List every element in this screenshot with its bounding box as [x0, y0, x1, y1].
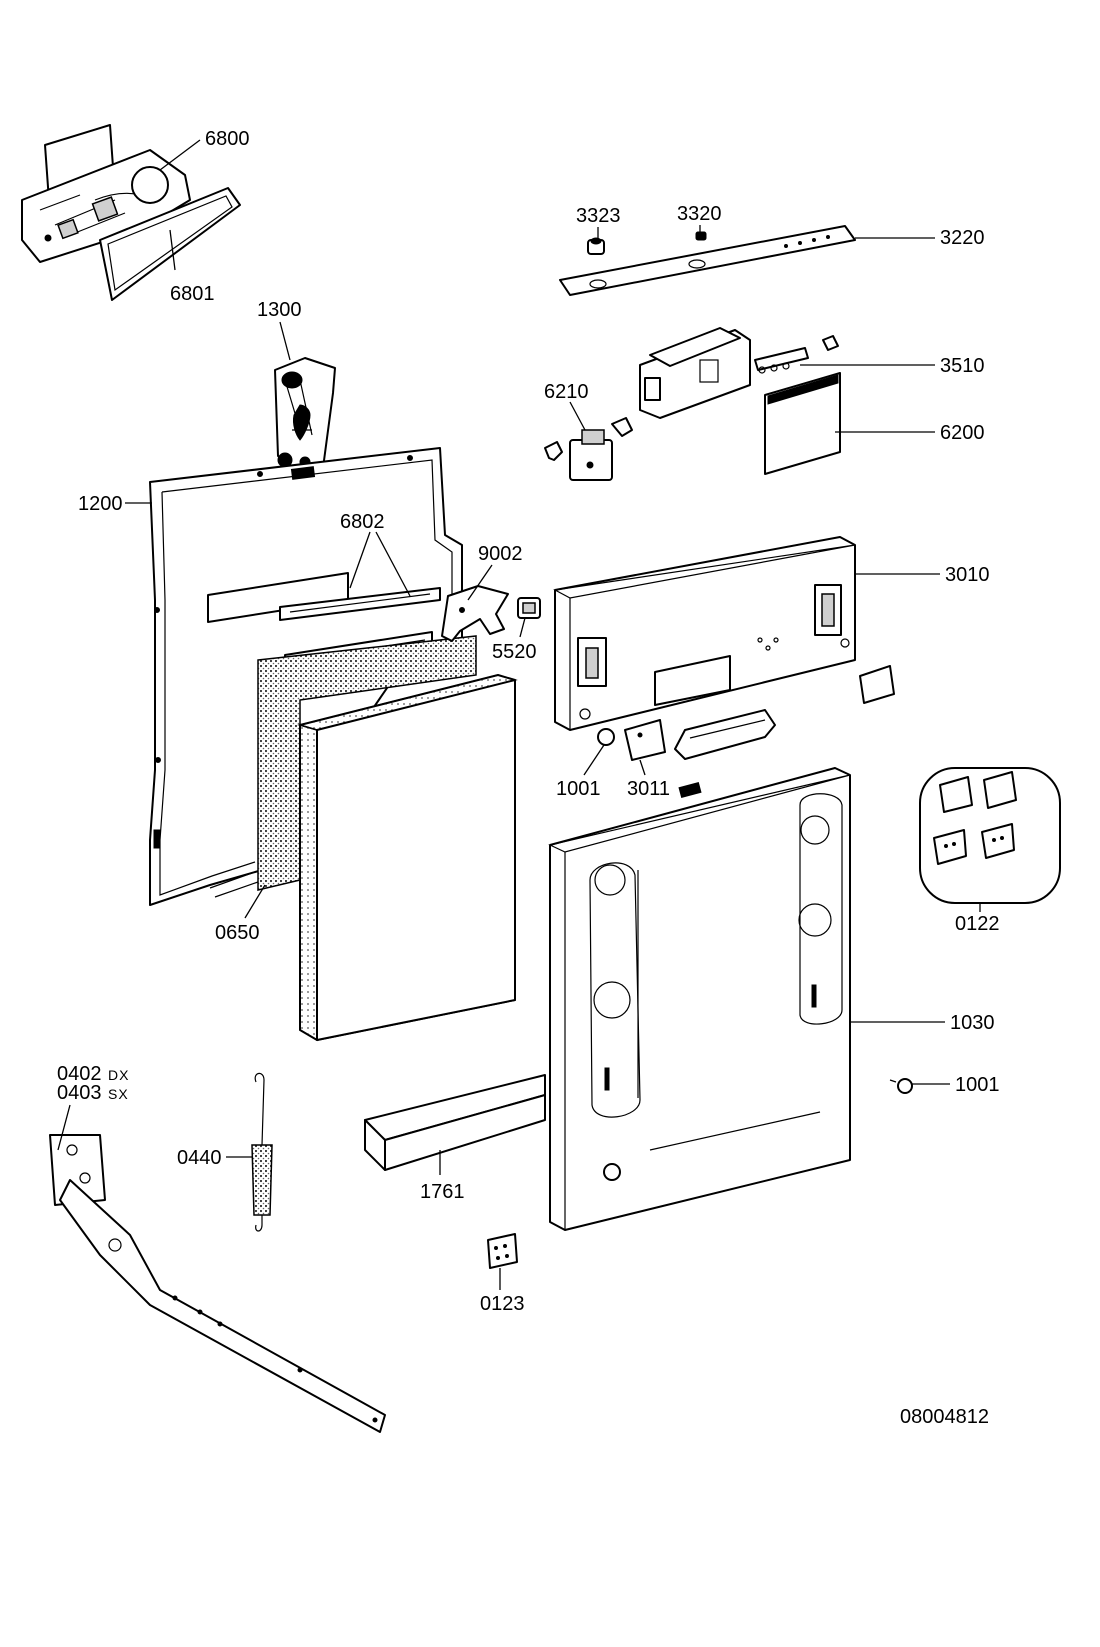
module-housing-3510	[639, 327, 839, 419]
label-1001-lower: 1001	[955, 1074, 1000, 1096]
label-3220: 3220	[940, 227, 985, 249]
circuit-board-6200	[764, 372, 841, 475]
label-6800: 6800	[205, 128, 250, 150]
cover-right	[859, 665, 895, 704]
spring-0440	[251, 1072, 273, 1232]
label-0440: 0440	[177, 1147, 222, 1169]
decor-panel	[297, 674, 518, 1042]
leader-lines	[57, 139, 981, 1290]
label-0402-dx: DX	[108, 1067, 129, 1083]
drawing-code: 08004812	[900, 1406, 989, 1428]
switch-5520	[517, 597, 541, 619]
bracket-9002	[441, 585, 509, 642]
label-0650: 0650	[215, 922, 260, 944]
insulation-panel-0650	[257, 635, 477, 891]
label-0402: 0402	[57, 1063, 102, 1085]
bracket-0123	[487, 1233, 518, 1269]
control-panel-3010	[553, 536, 856, 731]
label-6210: 6210	[544, 381, 589, 403]
label-0122: 0122	[955, 913, 1000, 935]
cap-1001-upper	[597, 728, 615, 746]
label-6200: 6200	[940, 422, 985, 444]
label-6802: 6802	[340, 511, 385, 533]
label-3510: 3510	[940, 355, 985, 377]
label-3011: 3011	[627, 778, 670, 800]
label-1001-upper: 1001	[556, 778, 601, 800]
door-switch-6210	[544, 417, 633, 481]
control-bar-3220	[559, 225, 856, 296]
label-0123: 0123	[480, 1293, 525, 1315]
label-3010: 3010	[945, 564, 990, 586]
screw-1001-lower	[889, 1078, 913, 1094]
label-0403-sx: SX	[108, 1086, 129, 1102]
part-labels: 6800 6801 1300 3323 3320 3220 3510 6210 …	[57, 128, 1000, 1428]
label-3323: 3323	[576, 205, 621, 227]
label-0403: 0403	[57, 1082, 102, 1104]
gasket-6801	[99, 187, 241, 301]
outer-door-1030	[548, 767, 851, 1231]
door-latch-1300	[274, 357, 336, 477]
dispenser-unit-6800	[21, 124, 191, 263]
label-1300: 1300	[257, 299, 302, 321]
label-1761: 1761	[420, 1181, 465, 1203]
rail-1761	[364, 1074, 546, 1171]
label-5520: 5520	[492, 641, 537, 663]
hinge-arm-0402-0403	[49, 1134, 386, 1433]
cover-3011	[624, 719, 666, 761]
label-3320: 3320	[677, 203, 722, 225]
bracket-kit-0122	[919, 767, 1061, 904]
knob-3320	[695, 231, 707, 241]
label-9002: 9002	[478, 543, 523, 565]
label-1200: 1200	[78, 493, 123, 515]
label-1030: 1030	[950, 1012, 995, 1034]
knob-3323	[587, 237, 605, 255]
handle-piece	[674, 709, 776, 760]
label-6801: 6801	[170, 283, 215, 305]
